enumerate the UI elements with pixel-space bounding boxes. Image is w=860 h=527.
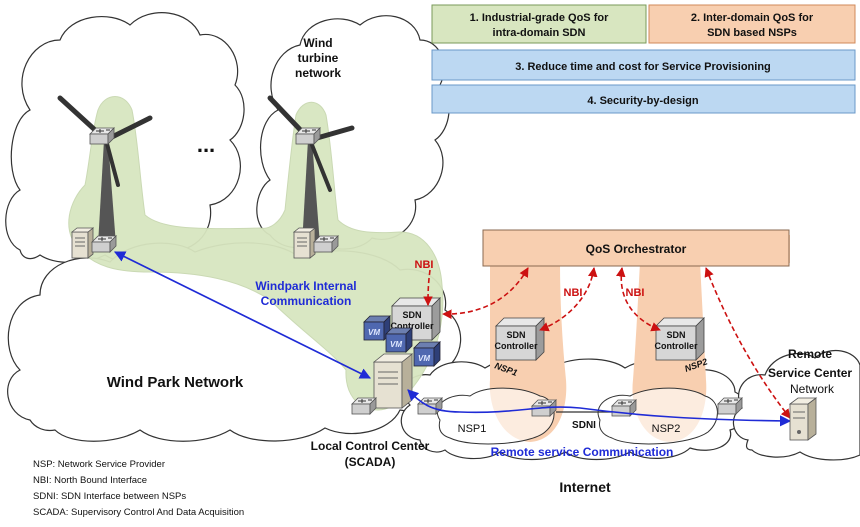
legend-item-nsp: NSP: Network Service Provider <box>33 459 165 470</box>
remote-service-center-label-1: Remote <box>788 347 832 361</box>
vm-3: VM <box>413 341 441 367</box>
nbi-label-nsp2: NBI <box>626 287 645 299</box>
vm-3-label: VM <box>418 354 430 363</box>
local-switch-icon <box>351 397 377 415</box>
nsp2-sdn-controller-label-2: Controller <box>654 341 697 351</box>
remote-service-link <box>407 389 792 427</box>
nsp2-sdn-controller-label-1: SDN <box>666 330 685 340</box>
legend-item-sdni: SDNI: SDN Interface between NSPs <box>33 491 186 502</box>
goal-box-1-line1: 1. Industrial-grade QoS for <box>470 12 609 24</box>
nsp1-label: NSP1 <box>458 423 487 435</box>
wind-turbine-network-label-1: Wind <box>303 36 332 50</box>
goal-box-2: 2. Inter-domain QoS for SDN based NSPs <box>648 4 856 44</box>
nsp1-sdn-controller-label-1: SDN <box>506 330 525 340</box>
nsp2-sdn-controller: SDN Controller <box>654 317 705 361</box>
wind-turbine-right <box>267 95 355 245</box>
nbi-link-orchestrator-local <box>442 267 529 320</box>
legend-item-nbi: NBI: North Bound Interface <box>33 475 147 486</box>
nbi-label-local: NBI <box>415 259 434 271</box>
windpark-internal-link <box>113 251 372 379</box>
vm-2-label: VM <box>390 340 402 349</box>
wind-park-network-label: Wind Park Network <box>107 374 244 391</box>
wind-turbine-network-label-3: network <box>295 66 341 80</box>
internet-switch-4-icon <box>717 397 743 415</box>
local-control-server-icon <box>372 353 414 409</box>
nbi-link-nsp1 <box>539 267 598 332</box>
remote-service-center-label-2: Service Center <box>768 366 852 380</box>
vm-1: VM <box>363 315 391 341</box>
vm-2: VM <box>385 327 413 353</box>
local-sdn-controller-label-2: Controller <box>390 321 433 331</box>
windpark-internal-label-1: Windpark Internal <box>255 279 356 293</box>
ellipsis: ... <box>197 132 215 157</box>
local-sdn-controller: SDN Controller <box>390 297 441 341</box>
nsp2-label: NSP2 <box>652 423 681 435</box>
goal-box-2-line2: SDN based NSPs <box>707 27 797 39</box>
sdni-label: SDNI <box>572 420 596 431</box>
nsp1-sdn-controller: SDN Controller <box>494 317 545 361</box>
remote-server-icon <box>788 397 818 441</box>
legend: NSP: Network Service Provider NBI: North… <box>33 459 244 518</box>
local-sdn-controller-label-1: SDN <box>402 310 421 320</box>
legend-item-scada: SCADA: Supervisory Control And Data Acqu… <box>33 507 244 518</box>
remote-service-comm-label: Remote service Communication <box>491 445 674 459</box>
goal-box-4-text: 4. Security-by-design <box>587 95 699 107</box>
local-control-center-label-2: (SCADA) <box>345 455 396 469</box>
nbi-link-local <box>423 269 433 306</box>
remote-network-label: Network <box>790 382 835 396</box>
nbi-label-nsp1: NBI <box>564 287 583 299</box>
qos-orchestrator-label: QoS Orchestrator <box>586 242 687 256</box>
turbine-left-server-icon <box>71 227 94 259</box>
vm-1-label: VM <box>368 328 380 337</box>
turbine-right-server-icon <box>293 227 316 259</box>
nsp1-sdn-controller-label-2: Controller <box>494 341 537 351</box>
windpark-internal-label-2: Communication <box>261 294 352 308</box>
goal-box-3-text: 3. Reduce time and cost for Service Prov… <box>515 61 771 73</box>
goal-box-1: 1. Industrial-grade QoS for intra-domain… <box>431 4 647 44</box>
wind-turbine-network-label-2: turbine <box>298 51 339 65</box>
internet-label: Internet <box>559 479 611 495</box>
goal-box-2-line1: 2. Inter-domain QoS for <box>691 12 814 24</box>
turbine-left-switch-icon <box>91 235 117 253</box>
goal-box-3: 3. Reduce time and cost for Service Prov… <box>431 49 856 81</box>
vm-stack: VM VM VM <box>363 315 441 367</box>
local-control-center-label-1: Local Control Center <box>311 439 430 453</box>
qos-orchestrator: QoS Orchestrator <box>482 229 790 267</box>
goal-box-4: 4. Security-by-design <box>431 84 856 114</box>
turbine-right-switch-icon <box>313 235 339 253</box>
goal-box-1-line2: intra-domain SDN <box>493 27 586 39</box>
wind-turbine-left <box>57 95 153 245</box>
